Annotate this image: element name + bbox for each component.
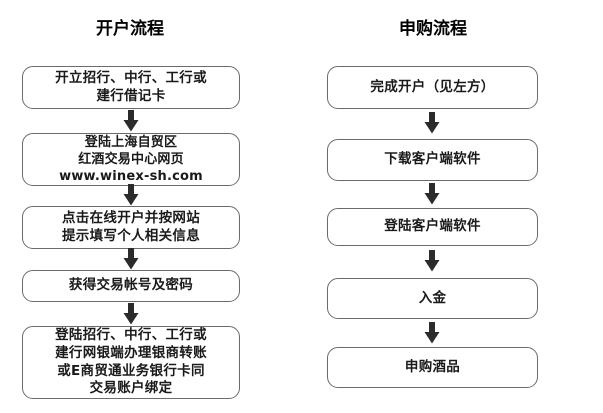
- arrow-down-icon: [120, 303, 142, 325]
- arrow-down-icon: [120, 248, 142, 270]
- node-label: 申购酒品: [404, 358, 461, 375]
- node-account-opening-step-3: 点击在线开户并按网站 提示填写个人相关信息: [22, 206, 240, 249]
- node-label: 入金: [418, 289, 447, 306]
- column-title-account-opening: 开户流程: [96, 19, 164, 39]
- node-label: 登陆招行、中行、工行或 建行网银端办理银商转账 或E商贸通业务银行卡同 交易账户…: [55, 326, 207, 397]
- node-account-opening-step-4: 获得交易帐号及密码: [22, 270, 240, 302]
- arrow-down-icon: [120, 184, 142, 206]
- node-label: 获得交易帐号及密码: [68, 277, 194, 294]
- node-label: 完成开户（见左方）: [370, 78, 495, 95]
- node-subscription-step-5: 申购酒品: [327, 347, 538, 388]
- arrow-down-icon: [421, 250, 443, 272]
- arrow-down-icon: [421, 183, 443, 205]
- node-account-opening-step-1: 开立招行、中行、工行或 建行借记卡: [22, 66, 240, 109]
- node-account-opening-step-5: 登陆招行、中行、工行或 建行网银端办理银商转账 或E商贸通业务银行卡同 交易账户…: [22, 326, 240, 399]
- arrow-down-icon: [421, 112, 443, 134]
- node-subscription-step-1: 完成开户（见左方）: [327, 66, 538, 109]
- node-subscription-step-3: 登陆客户端软件: [327, 208, 538, 246]
- node-subscription-step-2: 下载客户端软件: [327, 139, 538, 181]
- node-label: 登陆上海自贸区 红酒交易中心网页 www.winex-sh.com: [59, 134, 203, 185]
- arrow-down-icon: [421, 322, 443, 344]
- node-subscription-step-4: 入金: [327, 278, 538, 319]
- arrow-down-icon: [120, 110, 142, 132]
- node-label: 下载客户端软件: [384, 151, 481, 168]
- node-label: 开立招行、中行、工行或 建行借记卡: [55, 69, 207, 104]
- column-title-subscription: 申购流程: [399, 19, 467, 39]
- node-label: 点击在线开户并按网站 提示填写个人相关信息: [62, 209, 200, 244]
- node-label: 登陆客户端软件: [384, 218, 481, 235]
- node-account-opening-step-2: 登陆上海自贸区 红酒交易中心网页 www.winex-sh.com: [22, 133, 240, 186]
